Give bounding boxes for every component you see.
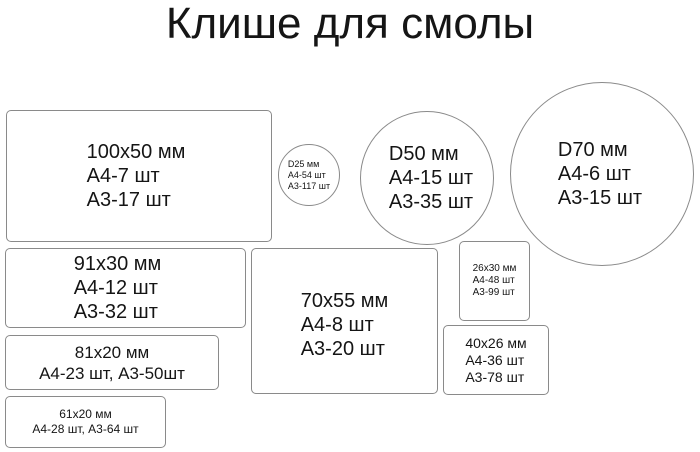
stamp-a3-count: А3-20 шт xyxy=(300,338,385,360)
stamp-label: 70x55 мм А4-8 шт А3-20 шт xyxy=(301,289,389,361)
stamp-label: 40x26 мм А4-36 шт А3-78 шт xyxy=(465,335,526,386)
stamp-a3-count: А3-32 шт xyxy=(73,301,158,323)
stamp-label: 100x50 мм А4-7 шт А3-17 шт xyxy=(87,140,186,212)
stamp-size: 81x20 мм xyxy=(74,342,150,362)
stamp-a4-count: А4-36 шт xyxy=(465,351,525,368)
stamp-a4-count: А4-12 шт xyxy=(73,277,158,299)
stamp-label: D25 мм А4-54 шт А3-117 шт xyxy=(288,159,330,192)
stamp-a4-count: А4-7 шт xyxy=(86,165,160,187)
stamp-circle-d25: D25 мм А4-54 шт А3-117 шт xyxy=(278,144,340,206)
page-title: Клише для смолы xyxy=(165,0,535,48)
stamp-a4-count: А4-15 шт xyxy=(388,167,474,189)
stamp-counts: А4-23 шт, А3-50шт xyxy=(39,363,185,383)
stamp-rect-100x50: 100x50 мм А4-7 шт А3-17 шт xyxy=(6,110,272,242)
stamp-label: 81x20 мм А4-23 шт, А3-50шт xyxy=(39,342,185,384)
stamp-rect-61x20: 61x20 мм А4-28 шт, А3-64 шт xyxy=(5,396,166,448)
stamp-a3-count: А3-35 шт xyxy=(388,191,474,213)
stamp-rect-91x30: 91x30 мм А4-12 шт А3-32 шт xyxy=(5,248,246,328)
stamp-label: D50 мм А4-15 шт А3-35 шт xyxy=(389,142,473,214)
stamp-rect-81x20: 81x20 мм А4-23 шт, А3-50шт xyxy=(5,335,219,390)
stamp-size: D25 мм xyxy=(287,158,320,169)
stamp-rect-70x55: 70x55 мм А4-8 шт А3-20 шт xyxy=(251,248,438,394)
stamp-size: D50 мм xyxy=(388,143,459,165)
stamp-circle-d50: D50 мм А4-15 шт А3-35 шт xyxy=(360,111,494,245)
stamp-a3-count: А3-17 шт xyxy=(86,189,171,211)
stamp-label: 91x30 мм А4-12 шт А3-32 шт xyxy=(74,252,162,324)
stamp-a3-count: А3-117 шт xyxy=(287,180,331,191)
stamp-size: 70x55 мм xyxy=(300,290,389,312)
stamp-size: D70 мм xyxy=(557,139,628,161)
stamp-size: 61x20 мм xyxy=(59,407,112,421)
stamp-a3-count: А3-15 шт xyxy=(557,187,643,209)
stamp-a3-count: А3-78 шт xyxy=(465,368,525,385)
stamp-label: D70 мм А4-6 шт А3-15 шт xyxy=(558,138,642,210)
stamp-size: 100x50 мм xyxy=(86,141,186,163)
stamp-a4-count: А4-8 шт xyxy=(300,314,374,336)
stamp-size: 26x30 мм xyxy=(472,263,517,274)
stamp-counts: А4-28 шт, А3-64 шт xyxy=(32,422,139,436)
stamp-size: 40x26 мм xyxy=(465,334,527,351)
stamp-rect-26x30: 26x30 мм А4-48 шт А3-99 шт xyxy=(459,241,530,321)
stamp-a4-count: А4-54 шт xyxy=(287,169,326,180)
stamp-circle-d70: D70 мм А4-6 шт А3-15 шт xyxy=(510,82,694,266)
stamp-rect-40x26: 40x26 мм А4-36 шт А3-78 шт xyxy=(443,325,549,395)
stamp-size: 91x30 мм xyxy=(73,253,162,275)
stamp-label: 26x30 мм А4-48 шт А3-99 шт xyxy=(473,263,517,299)
stamp-label: 61x20 мм А4-28 шт, А3-64 шт xyxy=(32,407,138,437)
stamp-a4-count: А4-6 шт xyxy=(557,163,631,185)
stamp-a3-count: А3-99 шт xyxy=(472,287,515,298)
stamp-a4-count: А4-48 шт xyxy=(472,275,515,286)
